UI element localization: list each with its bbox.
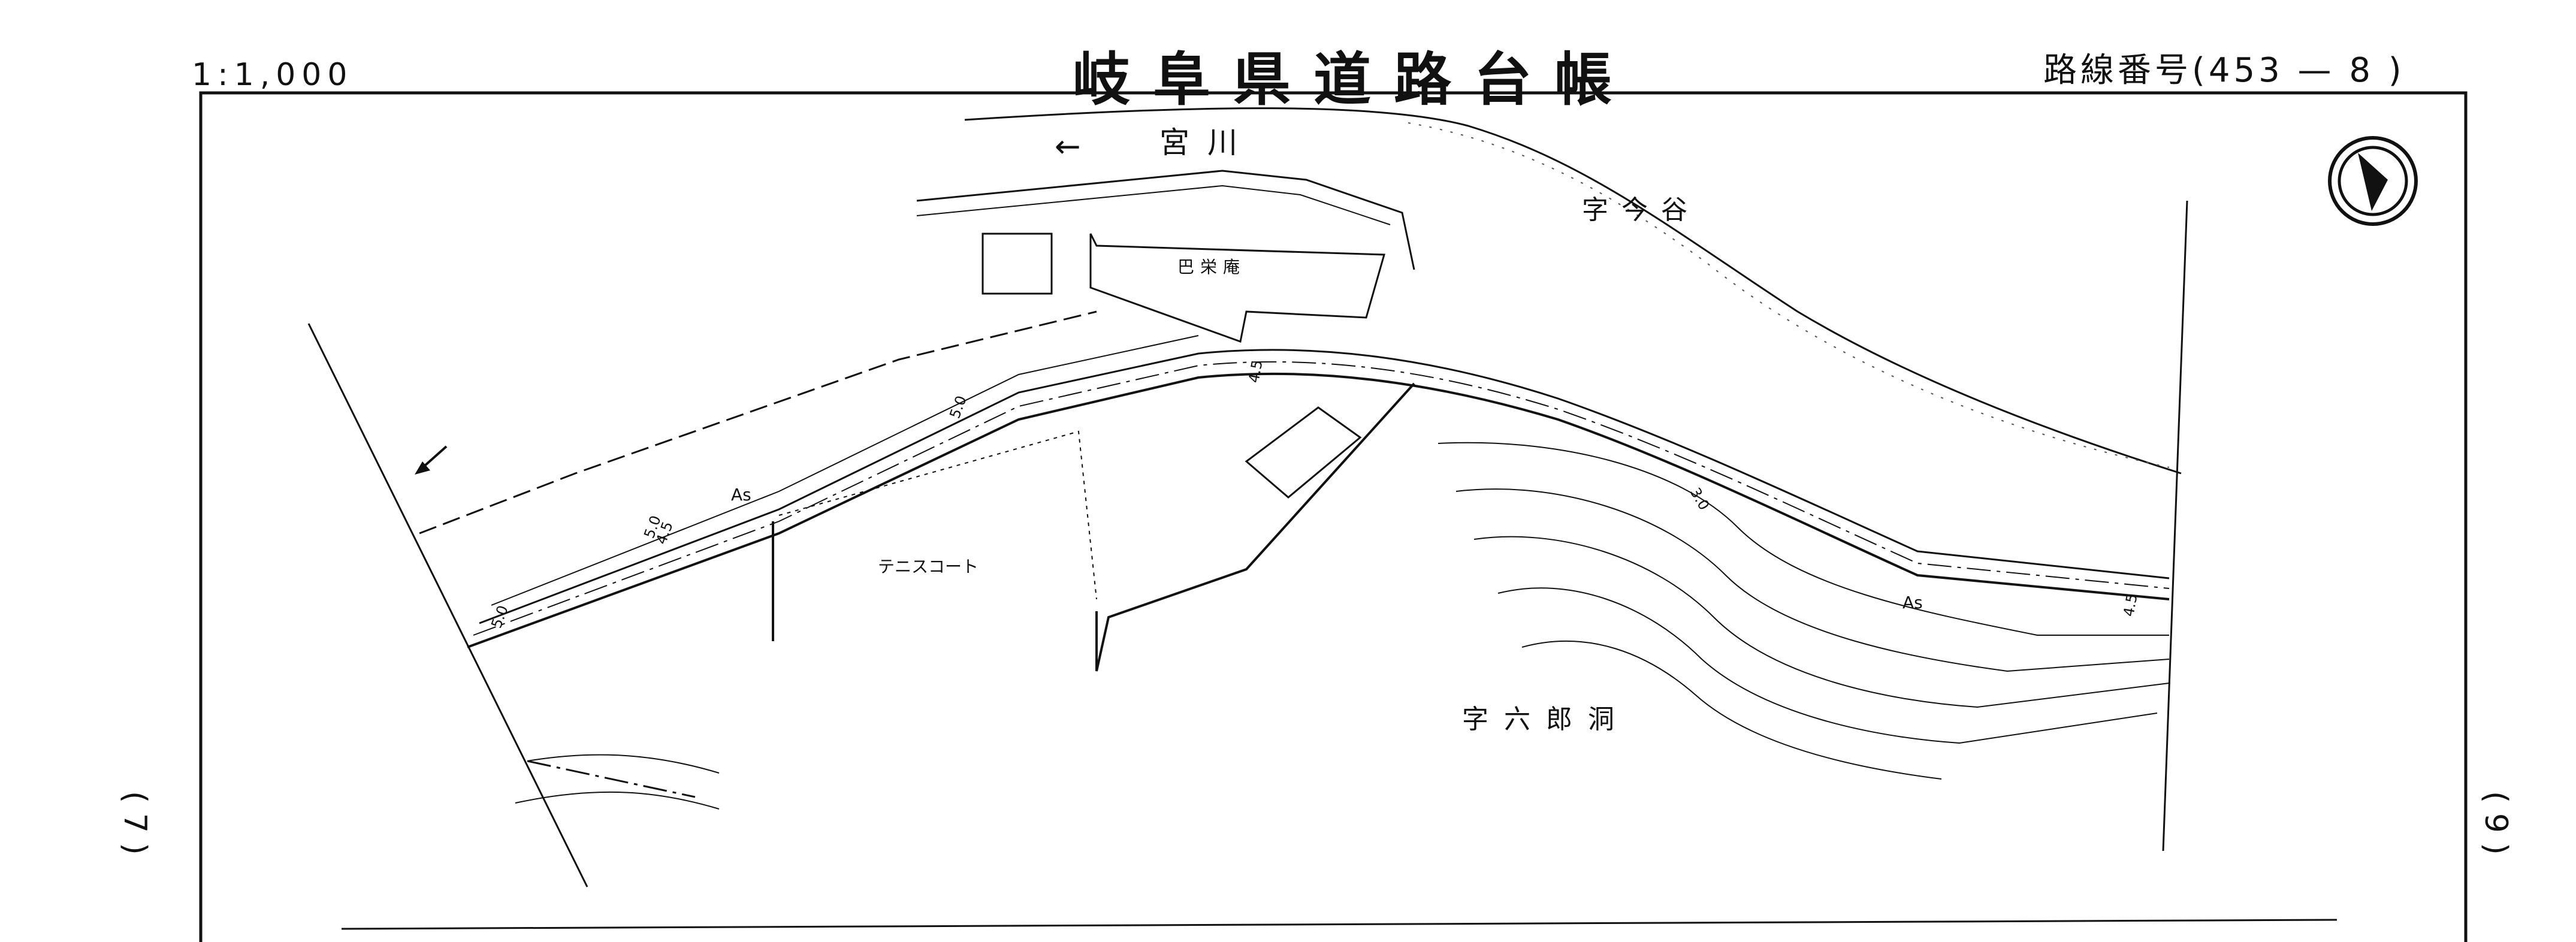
width-label: 5.0 (488, 603, 511, 630)
small-building-outline (982, 233, 1053, 295)
place-label-imatani: 字今谷 (1582, 195, 1701, 225)
retaining-wall-left (419, 310, 1097, 535)
river-bank-dots (1408, 122, 2170, 468)
map-frame (199, 91, 2468, 942)
width-label: 4.5 (2120, 593, 2140, 618)
width-label: 5.0 (946, 394, 970, 421)
frame-inner-bottom (341, 919, 2338, 930)
surface-label-left: As (731, 485, 751, 505)
route-number: 路線番号(453 — 8 ) (2043, 51, 2405, 90)
boundary-line-left (307, 323, 588, 887)
river-label: 宮川 (1159, 125, 1255, 160)
map-scale: 1:1,000 (192, 57, 354, 93)
width-label: 4.5 (1245, 359, 1266, 384)
contour-lines (515, 442, 2170, 810)
road-edge-outer (467, 372, 2170, 648)
river-wall-inner (916, 185, 1391, 225)
width-label: 3.0 (1687, 485, 1713, 513)
road-edge-inner (479, 349, 2170, 624)
building-outline (1089, 233, 1385, 343)
road-shoulder (491, 335, 1199, 606)
tennis-court-dotted (778, 430, 1097, 600)
storage-building-outline (1245, 406, 1362, 499)
north-arrow-icon (2328, 136, 2418, 226)
river-arrow: ← (1055, 129, 1081, 165)
tennis-court-boundary (772, 382, 1415, 672)
place-label-rokurobora: 字六郎洞 (1462, 704, 1630, 735)
road-centerline (473, 361, 2170, 636)
tennis-court-label: テニスコート (878, 557, 979, 576)
page-title: 岐阜県道路台帳 (1073, 46, 1635, 113)
river-bank-line (964, 107, 2182, 475)
boundary-line-right (2162, 200, 2188, 852)
surface-label-right: As (1902, 593, 1923, 612)
river-wall-upper (916, 170, 1415, 270)
direction-arrow-icon (415, 445, 448, 475)
building-label: 巴栄庵 (1177, 257, 1246, 277)
lower-boundary-line (527, 760, 696, 798)
